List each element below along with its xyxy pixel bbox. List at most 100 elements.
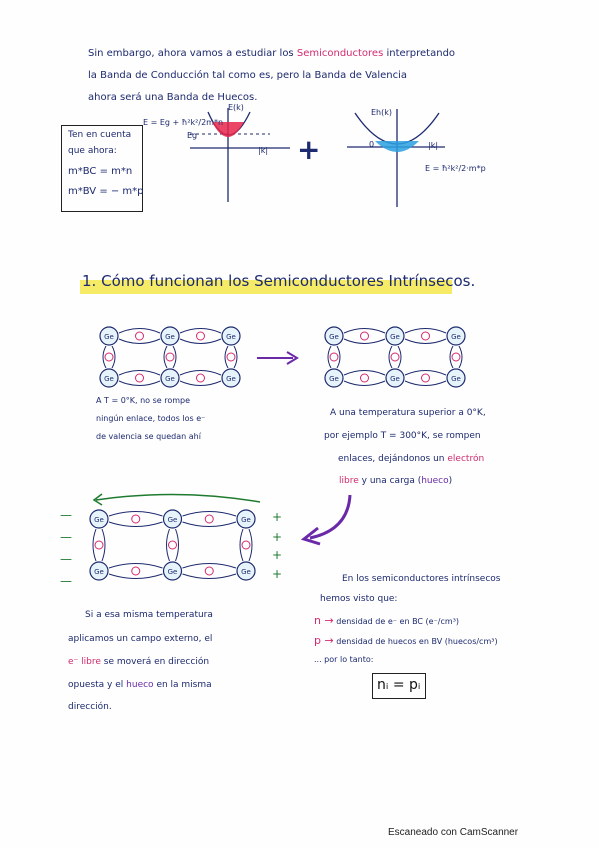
note-box: Ten en cuenta que ahora: m*BC = m*n m*BV… xyxy=(61,125,144,212)
valence-electron xyxy=(360,373,369,383)
ge-atom-label: Ge xyxy=(451,375,461,383)
caption-text: en la misma xyxy=(156,680,212,690)
covalent-bond xyxy=(182,573,237,579)
caption-text: y una carga ( xyxy=(361,476,422,486)
covalent-bond xyxy=(166,528,170,562)
covalent-bond xyxy=(118,338,161,344)
lattice-left-caption-3: de valencia se quedan ahí xyxy=(96,432,201,441)
intro-text-end: interpretando xyxy=(386,48,456,59)
covalent-bond xyxy=(182,563,237,569)
plus-sign-field: + xyxy=(272,548,283,562)
minus-sign: — xyxy=(60,574,72,588)
intro-text: la xyxy=(88,70,97,81)
ge-atom-label: Ge xyxy=(451,333,461,341)
ge-atom-label: Ge xyxy=(165,333,175,341)
valence-electron xyxy=(94,540,104,550)
caption-hole: hueco xyxy=(126,680,154,690)
eg-label: Eg xyxy=(187,131,198,140)
covalent-bond xyxy=(182,521,237,527)
valence-electron xyxy=(421,331,430,341)
covalent-bond xyxy=(397,345,402,369)
ge-atom-label: Ge xyxy=(94,516,104,524)
ge-atom-label: Ge xyxy=(226,375,236,383)
ge-atom xyxy=(89,561,109,581)
plus-sign-field: + xyxy=(272,510,283,524)
valence-electron xyxy=(360,331,369,341)
ge-atom-label: Ge xyxy=(104,333,114,341)
caption-hole: hueco xyxy=(421,476,449,486)
curved-arrow xyxy=(300,494,352,546)
ge-atom xyxy=(385,368,405,388)
covalent-bond xyxy=(118,370,161,376)
valence-electron xyxy=(165,352,175,362)
p-definition: densidad de huecos en BV (huecos/cm³) xyxy=(336,637,498,646)
summary-n-def: n → densidad de e⁻ en BC (e⁻/cm³) xyxy=(314,614,459,627)
ge-atom-label: Ge xyxy=(168,516,178,524)
n-definition: densidad de e⁻ en BC (e⁻/cm³) xyxy=(336,617,460,626)
summary-conclusion: ... por lo tanto: xyxy=(314,655,374,664)
intro-line-3: ahora será una Banda de Huecos. xyxy=(88,92,258,103)
covalent-bond xyxy=(118,328,161,334)
minus-sign: — xyxy=(60,530,72,544)
minus-sign: — xyxy=(60,552,72,566)
ge-atom xyxy=(385,326,405,346)
note-eq-2: m*BV = − m*p xyxy=(68,186,144,197)
valence-electron xyxy=(204,514,214,524)
minus-sign: — xyxy=(60,508,72,522)
ge-atom xyxy=(324,368,344,388)
field-caption-1: Si a esa misma temperatura xyxy=(85,610,213,620)
covalent-bond xyxy=(182,511,237,517)
caption-text: opuesta y el xyxy=(68,680,124,690)
lattice-right-caption-4: libre y una carga (hueco) xyxy=(339,476,452,486)
field-caption-4: opuesta y el hueco en la misma xyxy=(68,680,212,690)
covalent-bond xyxy=(458,345,463,369)
ge-atom xyxy=(160,326,180,346)
scanner-footer: Escaneado con CamScanner xyxy=(388,827,519,838)
field-caption-2: aplicamos un campo externo, el xyxy=(68,634,213,644)
covalent-bond xyxy=(224,345,229,369)
ge-atom-label: Ge xyxy=(94,568,104,576)
result-equation: nᵢ = pᵢ xyxy=(377,677,421,693)
covalent-bond xyxy=(108,511,163,517)
caption-text: ) xyxy=(448,476,453,486)
ge-atom xyxy=(221,368,241,388)
valence-electron xyxy=(131,566,141,576)
covalent-bond xyxy=(327,345,332,369)
title-highlight xyxy=(80,280,452,294)
valence-equation: E = ħ²k²/2·m*p xyxy=(425,164,486,173)
valence-electron xyxy=(329,352,339,362)
covalent-bond xyxy=(404,338,447,344)
field-caption-3: e⁻ libre se moverá en dirección xyxy=(68,657,209,667)
caption-electron: electrón xyxy=(447,454,485,464)
covalent-bond xyxy=(101,528,106,562)
covalent-bond xyxy=(108,563,163,569)
ge-atom xyxy=(162,509,183,529)
lattice-left-caption-2: ningún enlace, todos los e⁻ xyxy=(96,414,206,423)
covalent-bond xyxy=(102,345,107,369)
lattice-right-caption-1: A una temperatura superior a 0°K, xyxy=(330,408,486,418)
p-symbol: p → xyxy=(314,634,334,647)
intro-line-2: la Banda de Conducción tal como es, pero… xyxy=(88,70,407,81)
covalent-bond xyxy=(336,345,341,369)
valence-electron xyxy=(168,540,177,550)
ge-atom xyxy=(99,368,119,388)
valence-electron xyxy=(421,373,430,383)
summary-p-def: p → densidad de huecos en BV (huecos/cm³… xyxy=(314,634,498,647)
result-box: nᵢ = pᵢ xyxy=(372,673,426,699)
field-caption-5: dirección. xyxy=(68,702,112,712)
caption-text: se moverá en dirección xyxy=(103,657,210,667)
field-arrow xyxy=(92,493,261,506)
plus-sign-field: + xyxy=(272,567,283,581)
intro-line-1: Sin embargo, ahora vamos a estudiar los … xyxy=(88,48,455,59)
ge-atom xyxy=(160,368,180,388)
arrow-right xyxy=(257,351,299,365)
ge-atom-label: Ge xyxy=(329,375,339,383)
covalent-bond xyxy=(343,370,386,376)
summary-line-1: En los semiconductores intrínsecos xyxy=(342,574,501,584)
intro-highlight: Semiconductores xyxy=(296,48,384,59)
covalent-bond xyxy=(111,345,116,369)
section-number: 1. xyxy=(82,272,97,290)
